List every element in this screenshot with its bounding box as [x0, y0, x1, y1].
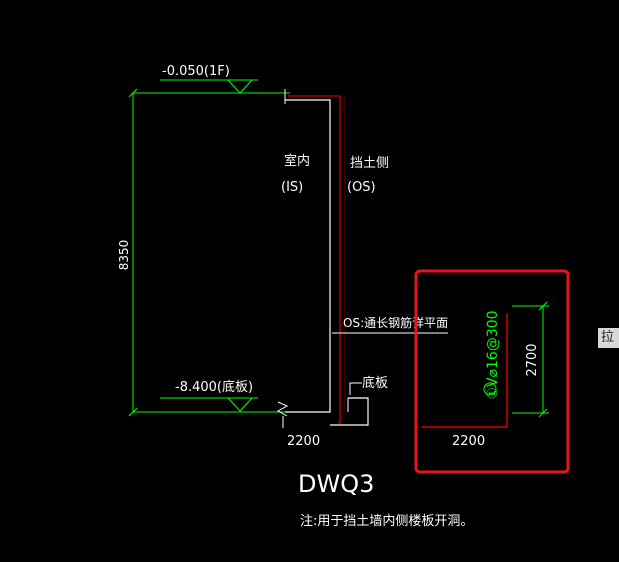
top-elevation-marker: -0.050(1F)	[160, 64, 258, 94]
rebar-detail: 2700 ①V⌀16@300 2200	[422, 301, 549, 449]
detail-width-label: 2200	[452, 434, 485, 449]
detail-height-label: 2700	[525, 343, 540, 376]
outside-code: (OS)	[347, 180, 376, 195]
height-dimension: 8350	[117, 88, 290, 417]
inside-label: 室内	[284, 153, 310, 169]
rebar-label: ①V⌀16@300	[485, 310, 501, 399]
elev-top-label: -0.050(1F)	[162, 64, 230, 79]
height-dim-label: 8350	[117, 240, 131, 271]
os-note: OS:通长钢筋详平面	[343, 315, 448, 330]
base-dim-label: 2200	[287, 434, 320, 449]
drawing-title: DWQ3	[298, 470, 374, 498]
slab-label: 底板	[362, 375, 388, 391]
wall-outline	[276, 89, 369, 428]
drawing-note: 注:用于挡土墙内侧楼板开洞。	[300, 513, 473, 529]
side-panel-tab[interactable]: 拉	[598, 328, 619, 348]
outside-label: 挡土侧	[350, 156, 389, 171]
slab-leader	[349, 382, 362, 395]
highlight-box	[414, 269, 570, 474]
inside-code: (IS)	[281, 180, 303, 195]
bottom-elevation-marker: -8.400(底板)	[160, 379, 258, 412]
elev-bottom-label: -8.400(底板)	[175, 379, 253, 395]
wall-rebar-line	[288, 95, 346, 424]
